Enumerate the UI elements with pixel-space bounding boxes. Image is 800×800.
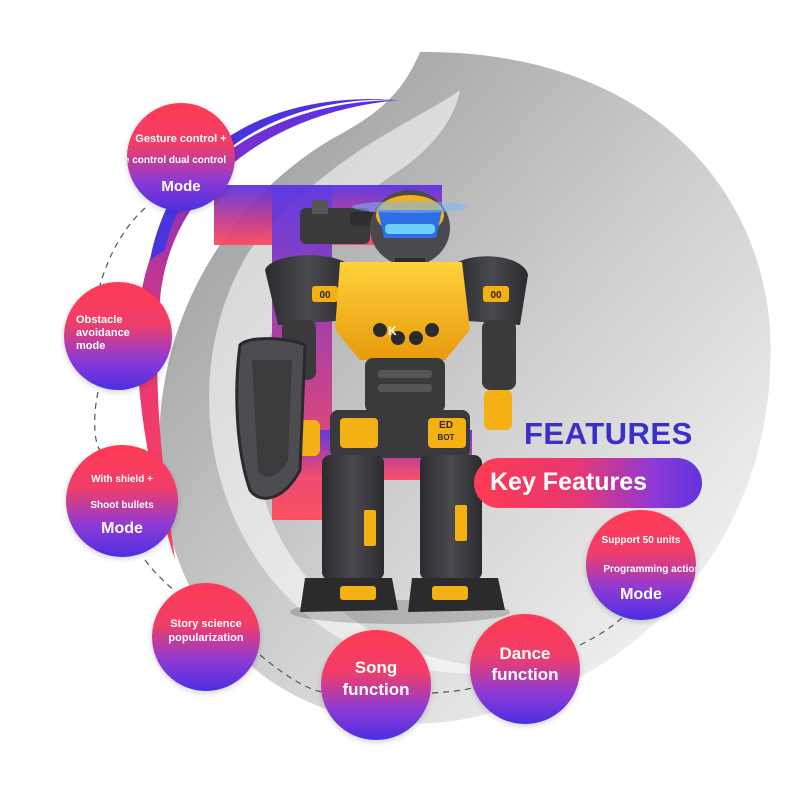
bubble-line: function <box>342 680 410 699</box>
bubble-line: Gesture control + <box>135 133 227 145</box>
bubble-line: function <box>491 665 559 684</box>
bubble-line: Programming action <box>603 564 696 575</box>
bubble-line: Mode <box>161 178 201 195</box>
feature-bubble-shield-bullets: With shield + Shoot bullets Mode <box>66 445 178 557</box>
bubble-line: avoidance <box>76 327 130 339</box>
features-heading: FEATURES <box>524 416 693 451</box>
key-features-label: Key Features <box>490 468 648 496</box>
leg-text-1: ED <box>439 420 453 431</box>
feature-bubble-gesture-control: Gesture control + e control dual control… <box>127 103 235 211</box>
chest-text: K <box>388 324 397 338</box>
bubble-line: Mode <box>101 520 143 537</box>
feature-bubble-programming: Support 50 units Programming action Mode <box>586 510 696 620</box>
feature-bubble-song-function: Song function <box>321 630 431 740</box>
bubble-line: popularization <box>168 632 244 644</box>
shoulder-text-left: 00 <box>319 290 331 301</box>
shoulder-text-right: 00 <box>490 290 502 301</box>
bubble-line: Mode <box>620 586 662 603</box>
feature-bubble-dance-function: Dance function <box>470 614 580 724</box>
bubble-line: Dance <box>499 644 551 663</box>
key-features-banner: Key Features <box>474 458 702 508</box>
feature-bubble-story-science: Story science popularization <box>152 583 260 691</box>
bubble-line: e control dual control <box>127 155 227 166</box>
dashed-ring <box>91 207 626 694</box>
bubble-line: Support 50 units <box>601 535 681 546</box>
robot: 00 00 K ED <box>235 190 528 624</box>
leg-text-2: BOT <box>438 433 455 442</box>
bubble-line: With shield + <box>91 474 153 485</box>
bubble-line: Obstacle <box>76 314 123 326</box>
bubble-line: Story science <box>170 618 242 630</box>
bubble-line: Shoot bullets <box>90 500 154 511</box>
feature-bubble-obstacle-avoidance: Obstacle avoidance mode <box>64 282 172 390</box>
bubble-line: Song <box>354 658 398 677</box>
bubble-line: mode <box>76 340 106 352</box>
